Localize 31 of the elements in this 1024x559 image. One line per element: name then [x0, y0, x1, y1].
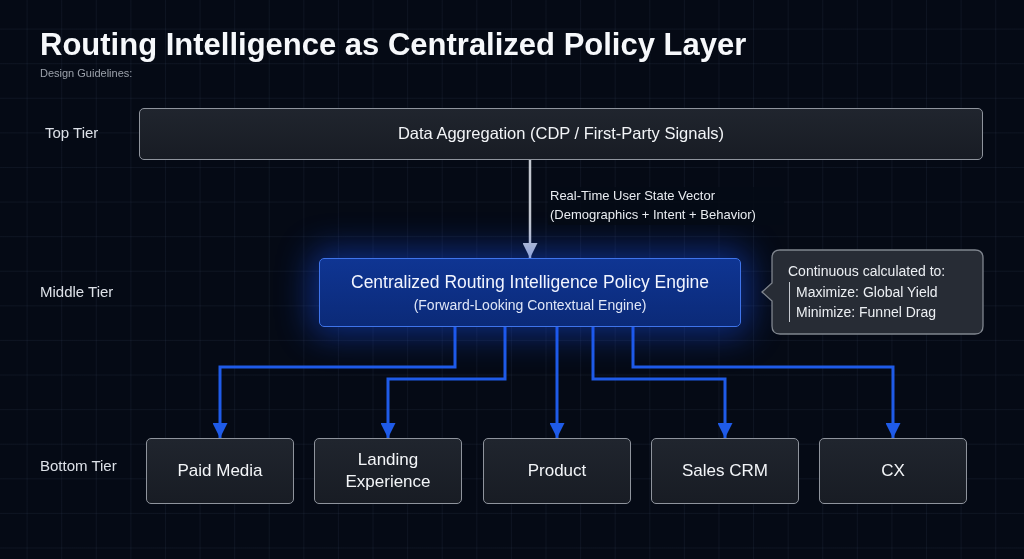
process-box [483, 438, 631, 504]
subtitle: Design Guidelines: [40, 67, 133, 79]
diagram-title: Routing Intelligence as Centralized Policy Layer [40, 27, 747, 63]
node-label: Product [526, 459, 588, 482]
tier-label: Top Tier [45, 124, 99, 141]
callout-heading: Continuous calculated to: [788, 261, 946, 280]
arrow [591, 327, 733, 438]
node-label: Data Aggregation (CDP / First-Party Signals) [396, 123, 726, 145]
node-label: Sales CRM [681, 459, 769, 482]
process-box [139, 108, 983, 160]
box-title: Centralized Routing Intelligence Policy Engine [351, 270, 709, 294]
arrow [631, 327, 901, 438]
arrow [380, 327, 507, 438]
callout-item: Minimize: Funnel Drag [789, 302, 937, 323]
box-subtitle: (Forward-Looking Contextual Engine) [413, 296, 647, 315]
tier-label: Bottom Tier [40, 457, 117, 474]
process-box [146, 438, 294, 504]
callout-item: Maximize: Global Yield [789, 281, 938, 303]
edge-label: Real-Time User State Vector (Demographics + Intent + Behavior) [548, 187, 784, 225]
process-box [819, 438, 967, 504]
engine-box [319, 258, 741, 327]
arrow [522, 160, 538, 258]
process-box [314, 438, 462, 504]
node-label: Landing Experience [344, 448, 432, 493]
arrow [212, 327, 457, 438]
callout-bubble [760, 249, 984, 335]
node-label: CX [880, 459, 906, 482]
node-label: Paid Media [176, 459, 264, 482]
tier-label: Middle Tier [40, 283, 114, 300]
arrow [549, 327, 565, 438]
process-box [651, 438, 799, 504]
